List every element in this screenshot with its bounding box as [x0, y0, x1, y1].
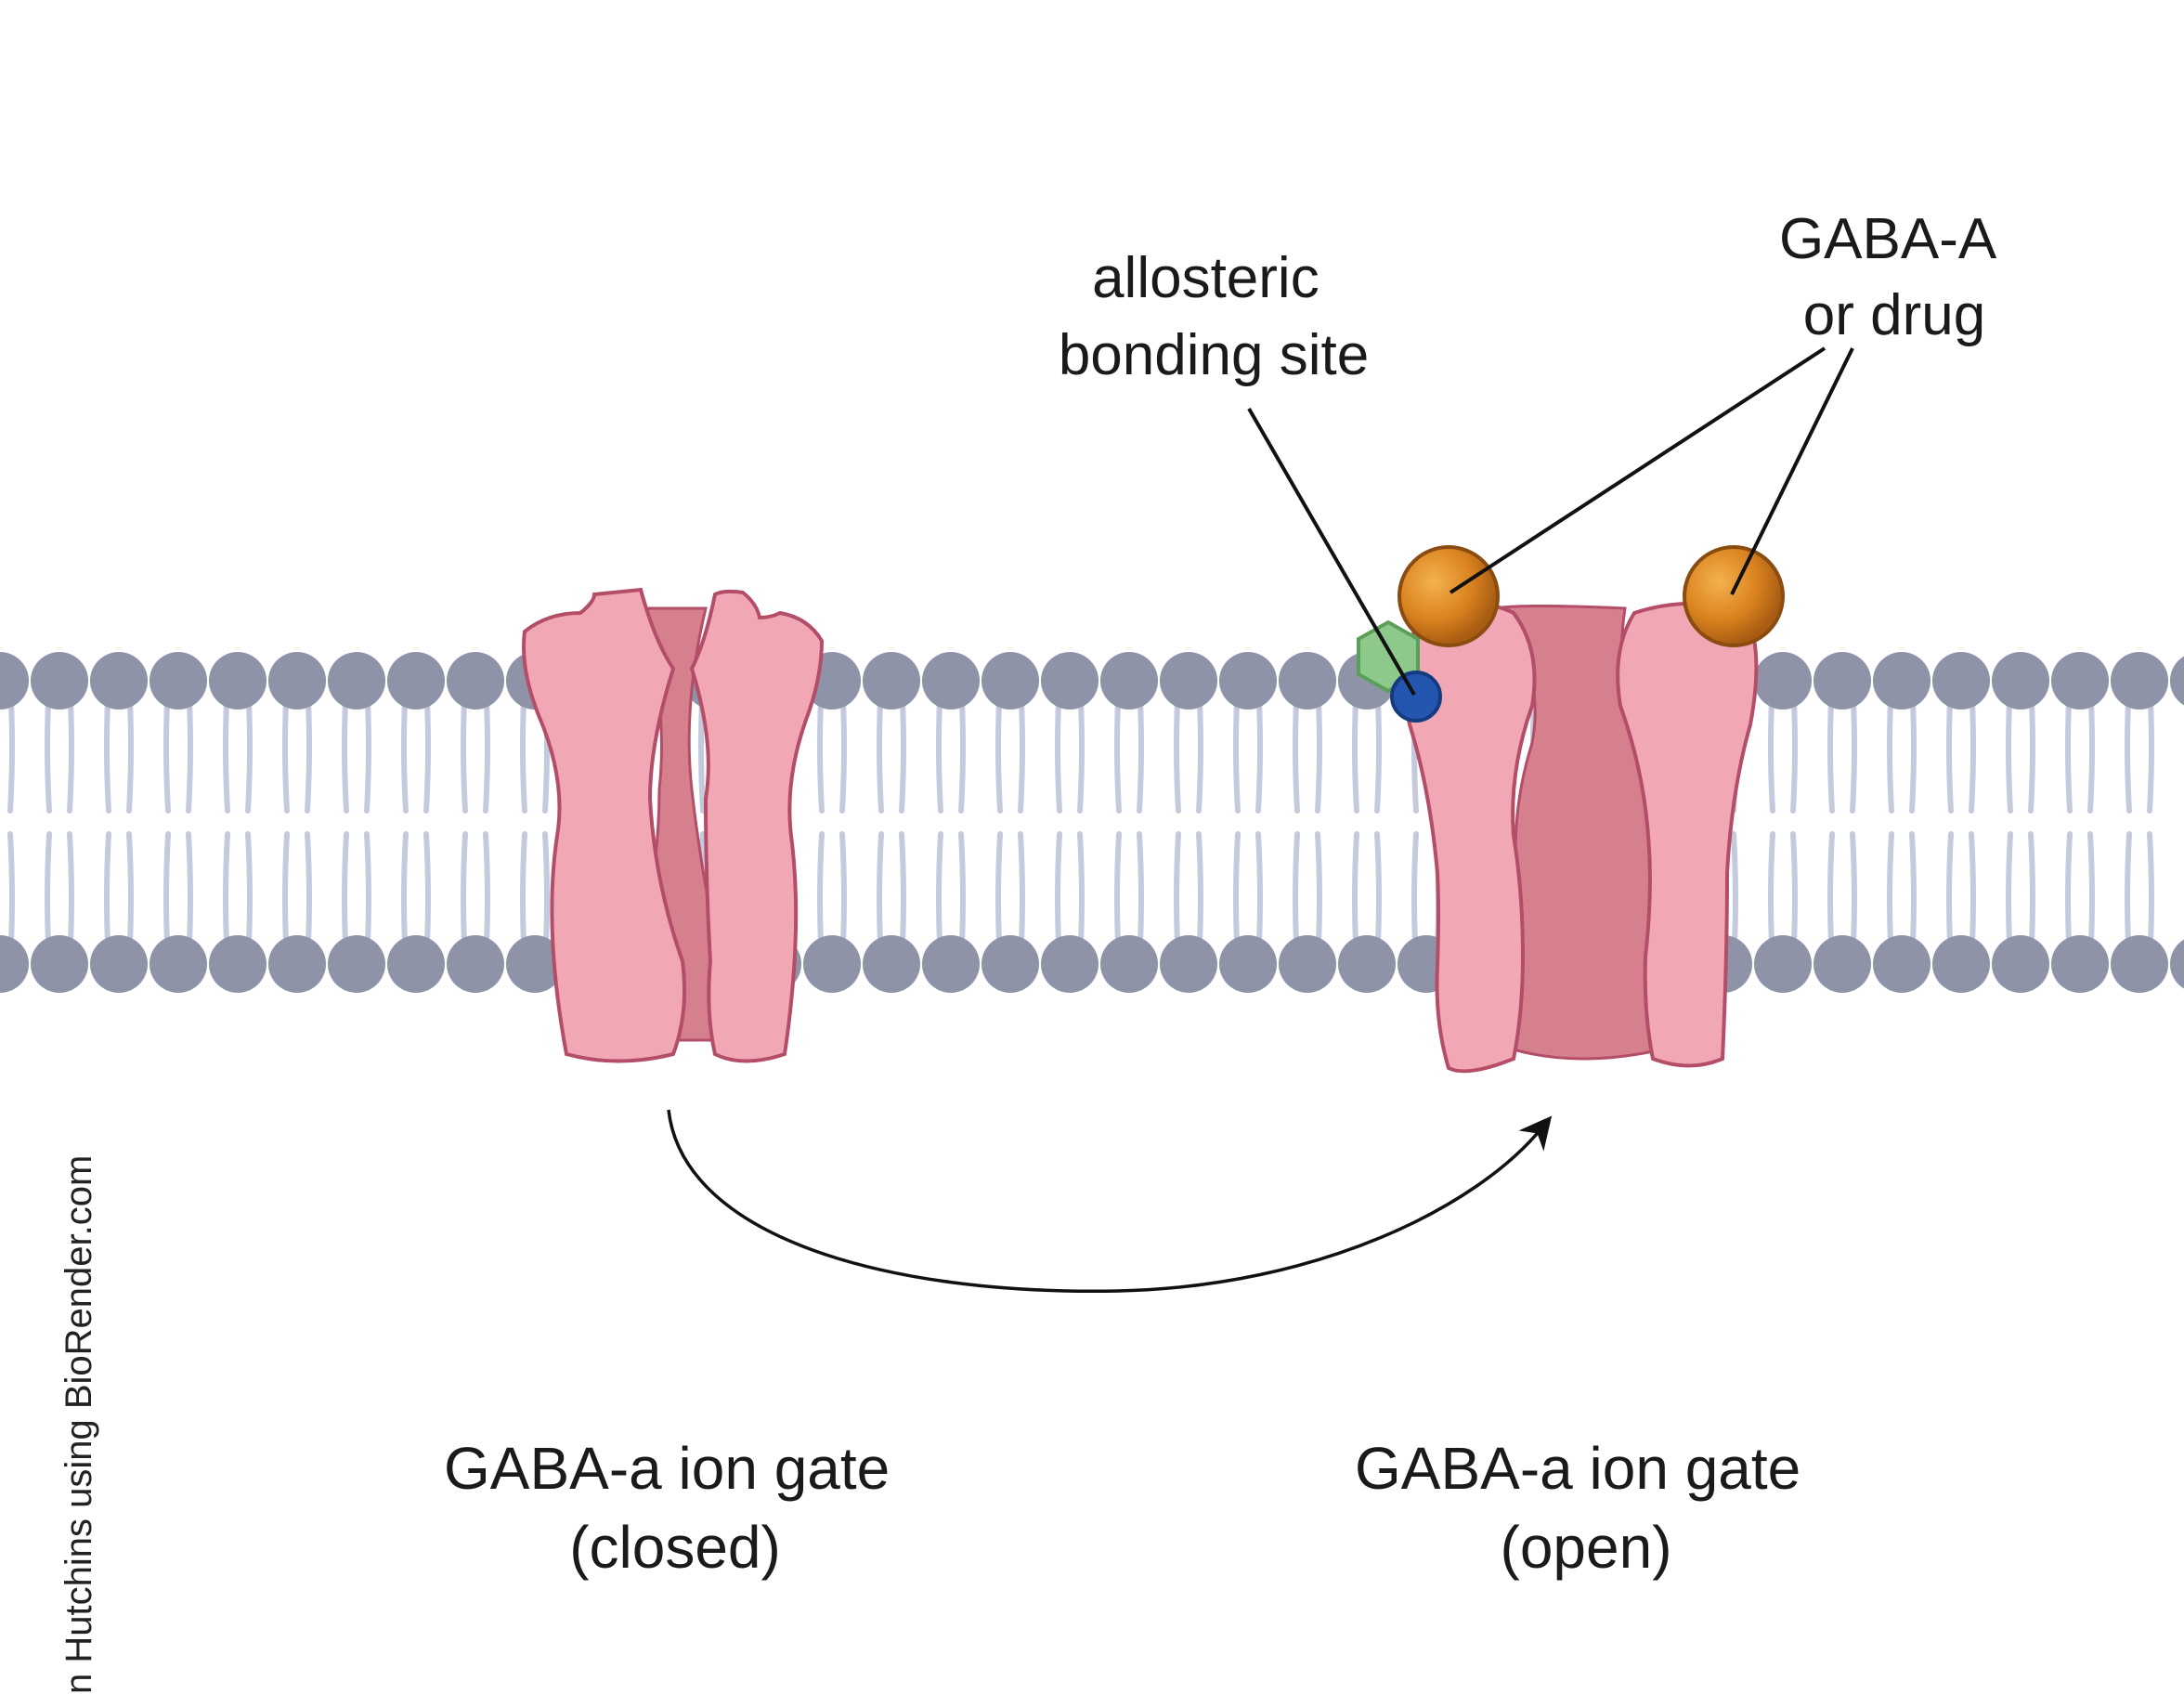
lipid-head [0, 935, 29, 993]
open-gate-label: GABA-a ion gate (open) [1355, 1435, 1817, 1581]
transition-arrow [667, 1109, 1553, 1294]
ligand-ball-left [1398, 545, 1500, 647]
closed-gate-label: GABA-a ion gate (closed) [444, 1435, 906, 1581]
lipid-head [1160, 652, 1217, 710]
lipid-head [328, 935, 385, 993]
open-gate-label-line-1: GABA-a ion gate [1355, 1435, 1800, 1502]
lipid-heads-lower [0, 935, 2184, 993]
closed-channel-left-subunit [522, 587, 687, 1063]
lipid-head [1992, 935, 2049, 993]
lipid-head [2111, 652, 2168, 710]
lipid-head [1279, 935, 1336, 993]
lipid-head [1932, 935, 1990, 993]
allosteric-label: allosteric bonding site [1059, 246, 1369, 387]
lipid-head [31, 652, 88, 710]
lipid-head [2051, 935, 2109, 993]
lipid-head [1279, 652, 1336, 710]
lipid-head [268, 652, 326, 710]
lipid-head [2051, 652, 2109, 710]
agonist-label: GABA-A or drug [1779, 207, 2009, 347]
lipid-head [1754, 652, 1812, 710]
lipid-head [1219, 652, 1277, 710]
agonist-leader-line-left [1449, 346, 1826, 594]
ligand-ball-right [1683, 545, 1785, 647]
lipid-head [1338, 935, 1396, 993]
lipid-head [31, 935, 88, 993]
agonist-label-line-2: or drug [1803, 283, 1985, 347]
lipid-head [90, 935, 148, 993]
lipid-head [90, 652, 148, 710]
lipid-head [0, 652, 29, 710]
lipid-head [1160, 935, 1217, 993]
lipid-head [1041, 652, 1098, 710]
lipid-head [1814, 935, 1871, 993]
lipid-head [1814, 652, 1871, 710]
lipid-head [150, 935, 207, 993]
credit-text: n Hutchins using BioRender.com [58, 1155, 99, 1694]
lipid-head [1219, 935, 1277, 993]
lipid-head [863, 652, 920, 710]
closed-ion-channel [522, 587, 825, 1063]
lipid-head [268, 935, 326, 993]
lipid-head [1041, 935, 1098, 993]
lipid-head [328, 652, 385, 710]
lipid-head [2170, 939, 2184, 989]
allosteric-label-line-1: allosteric [1092, 246, 1320, 310]
lipid-head [922, 652, 980, 710]
lipid-head [1100, 652, 1158, 710]
lipid-head [447, 935, 504, 993]
open-ion-channel [1403, 602, 1759, 1074]
lipid-head [1873, 652, 1930, 710]
allosteric-site-dot [1390, 671, 1442, 723]
lipid-heads-upper [0, 652, 2184, 710]
open-channel-right-subunit [1616, 602, 1759, 1068]
allosteric-label-line-2: bonding site [1059, 323, 1369, 387]
closed-gate-label-line-1: GABA-a ion gate [444, 1435, 890, 1502]
lipid-head [506, 935, 564, 993]
closed-channel-right-subunit [689, 589, 825, 1063]
lipid-head [982, 935, 1039, 993]
lipid-head [2170, 656, 2184, 706]
agonist-leader-line-right [1730, 347, 1854, 595]
lipid-head [803, 935, 861, 993]
lipid-head [1932, 652, 1990, 710]
lipid-head [1992, 652, 2049, 710]
lipid-head [982, 652, 1039, 710]
allosteric-leader-line [1247, 407, 1416, 697]
lipid-bilayer [0, 652, 2184, 993]
lipid-head [1754, 935, 1812, 993]
lipid-head [1873, 935, 1930, 993]
open-gate-label-line-2: (open) [1501, 1514, 1672, 1581]
lipid-head [922, 935, 980, 993]
lipid-head [387, 652, 445, 710]
lipid-head [209, 935, 266, 993]
lipid-head [209, 652, 266, 710]
agonist-label-line-1: GABA-A [1779, 207, 1997, 271]
open-channel-left-subunit [1403, 602, 1537, 1074]
lipid-head [150, 652, 207, 710]
lipid-head [447, 652, 504, 710]
lipid-head [863, 935, 920, 993]
lipid-head [2111, 935, 2168, 993]
closed-gate-label-line-2: (closed) [569, 1514, 781, 1581]
lipid-head [387, 935, 445, 993]
lipid-head [1100, 935, 1158, 993]
